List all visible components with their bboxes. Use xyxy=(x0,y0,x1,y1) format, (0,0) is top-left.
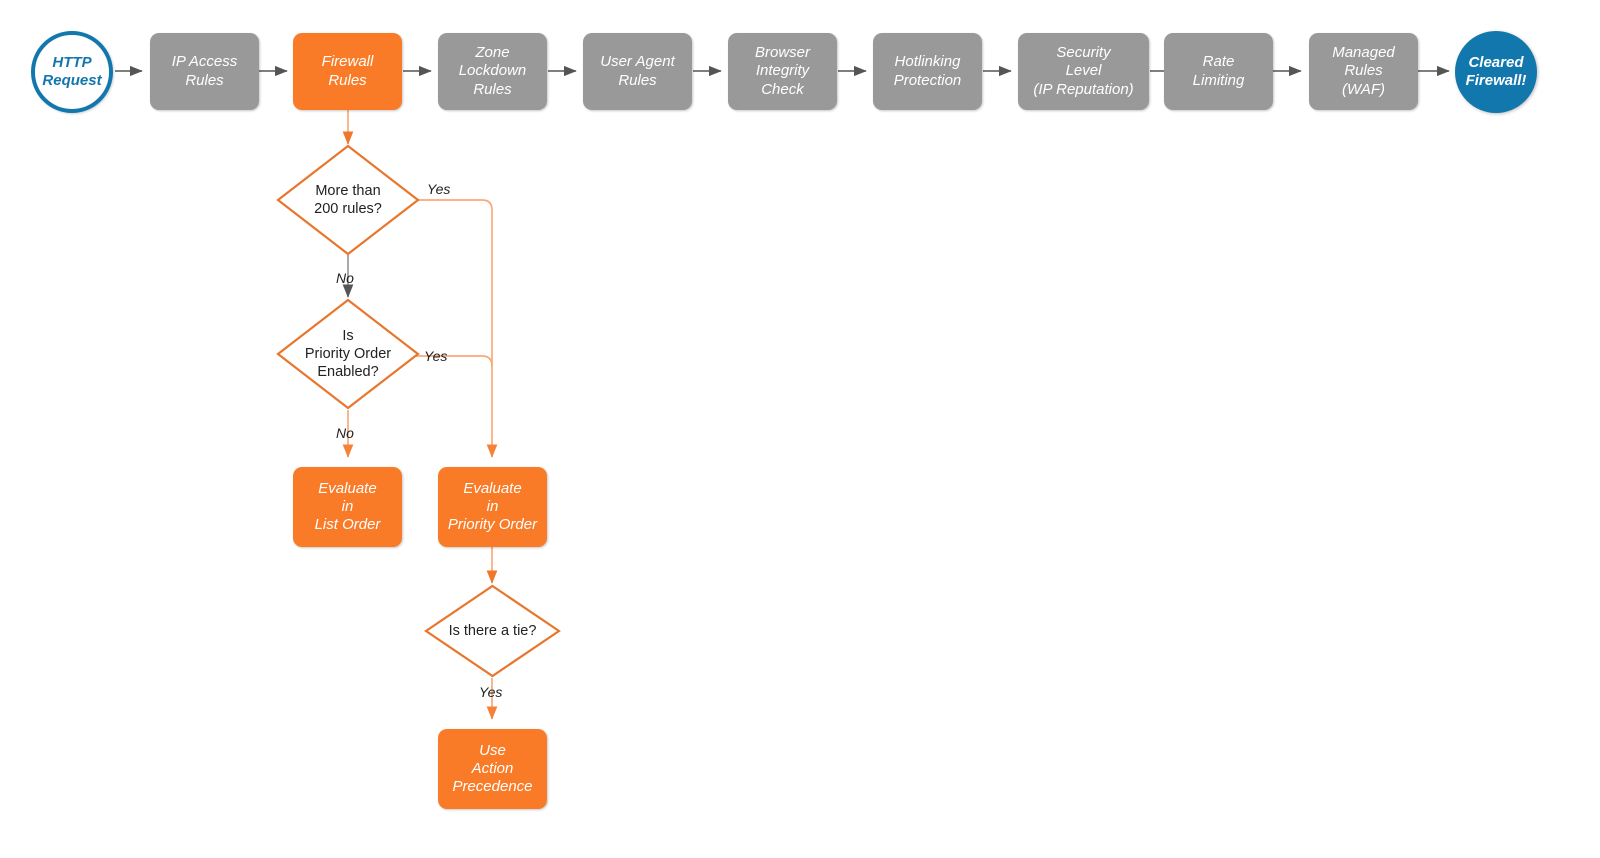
edge-label-tie-yes: Yes xyxy=(479,684,502,700)
node-user-agent-rules-label: User Agent Rules xyxy=(600,53,675,89)
node-evaluate-in-priority-order[interactable]: Evaluate in Priority Order xyxy=(438,467,547,547)
diamond-shape xyxy=(276,298,420,410)
node-zone-lockdown-rules[interactable]: Zone Lockdown Rules xyxy=(438,33,547,110)
node-hotlinking-protection[interactable]: Hotlinking Protection xyxy=(873,33,982,110)
diamond-shape xyxy=(276,144,420,256)
node-ip-access-rules[interactable]: IP Access Rules xyxy=(150,33,259,110)
edge-label-priority-order-yes: Yes xyxy=(424,348,447,364)
edge-label-text: No xyxy=(336,270,354,286)
node-rate-limiting[interactable]: Rate Limiting xyxy=(1164,33,1273,110)
node-browser-integrity-check-label: Browser Integrity Check xyxy=(754,44,810,98)
node-evaluate-in-list-order-label: Evaluate in List Order xyxy=(314,479,381,534)
decision-more-than-200-rules[interactable]: More than 200 rules? xyxy=(276,144,420,256)
diamond-shape xyxy=(424,584,561,678)
node-managed-rules-waf-label: Managed Rules (WAF) xyxy=(1332,44,1395,98)
edge-label-more-than-200-yes: Yes xyxy=(427,181,450,197)
node-http-request[interactable]: HTTP Request xyxy=(31,31,113,113)
edge-label-text: Yes xyxy=(424,348,448,364)
node-ip-access-rules-label: IP Access Rules xyxy=(171,53,238,89)
node-security-level-label: Security Level (IP Reputation) xyxy=(1033,44,1134,98)
decision-priority-order-enabled-label: Is Priority Order Enabled? xyxy=(304,327,392,381)
edge-label-priority-order-no: No xyxy=(336,425,354,441)
node-evaluate-in-priority-order-label: Evaluate in Priority Order xyxy=(447,479,538,534)
decision-more-than-200-rules-label: More than 200 rules? xyxy=(314,182,382,217)
decision-is-there-a-tie[interactable]: Is there a tie? xyxy=(424,584,561,678)
edge-label-text: Yes xyxy=(479,684,503,700)
decision-is-there-a-tie-label: Is there a tie? xyxy=(448,622,537,639)
edge-label-more-than-200-no: No xyxy=(336,270,354,286)
node-cleared-firewall[interactable]: Cleared Firewall! xyxy=(1455,31,1537,113)
node-http-request-label: HTTP Request xyxy=(42,53,102,89)
node-rate-limiting-label: Rate Limiting xyxy=(1192,53,1245,89)
edge-label-text: Yes xyxy=(427,181,451,197)
decision-priority-order-enabled[interactable]: Is Priority Order Enabled? xyxy=(276,298,420,410)
node-managed-rules-waf[interactable]: Managed Rules (WAF) xyxy=(1309,33,1418,110)
node-firewall-rules[interactable]: Firewall Rules xyxy=(293,33,402,110)
node-cleared-firewall-label: Cleared Firewall! xyxy=(1465,53,1527,89)
node-browser-integrity-check[interactable]: Browser Integrity Check xyxy=(728,33,837,110)
node-use-action-precedence-label: Use Action Precedence xyxy=(452,741,533,796)
node-evaluate-in-list-order[interactable]: Evaluate in List Order xyxy=(293,467,402,547)
edge-more-than-200-yes xyxy=(416,199,498,458)
node-user-agent-rules[interactable]: User Agent Rules xyxy=(583,33,692,110)
node-firewall-rules-label: Firewall Rules xyxy=(321,53,374,89)
node-security-level[interactable]: Security Level (IP Reputation) xyxy=(1018,33,1149,110)
node-zone-lockdown-rules-label: Zone Lockdown Rules xyxy=(458,44,527,98)
edge-label-text: No xyxy=(336,425,354,441)
node-hotlinking-protection-label: Hotlinking Protection xyxy=(893,53,962,89)
node-use-action-precedence[interactable]: Use Action Precedence xyxy=(438,729,547,809)
